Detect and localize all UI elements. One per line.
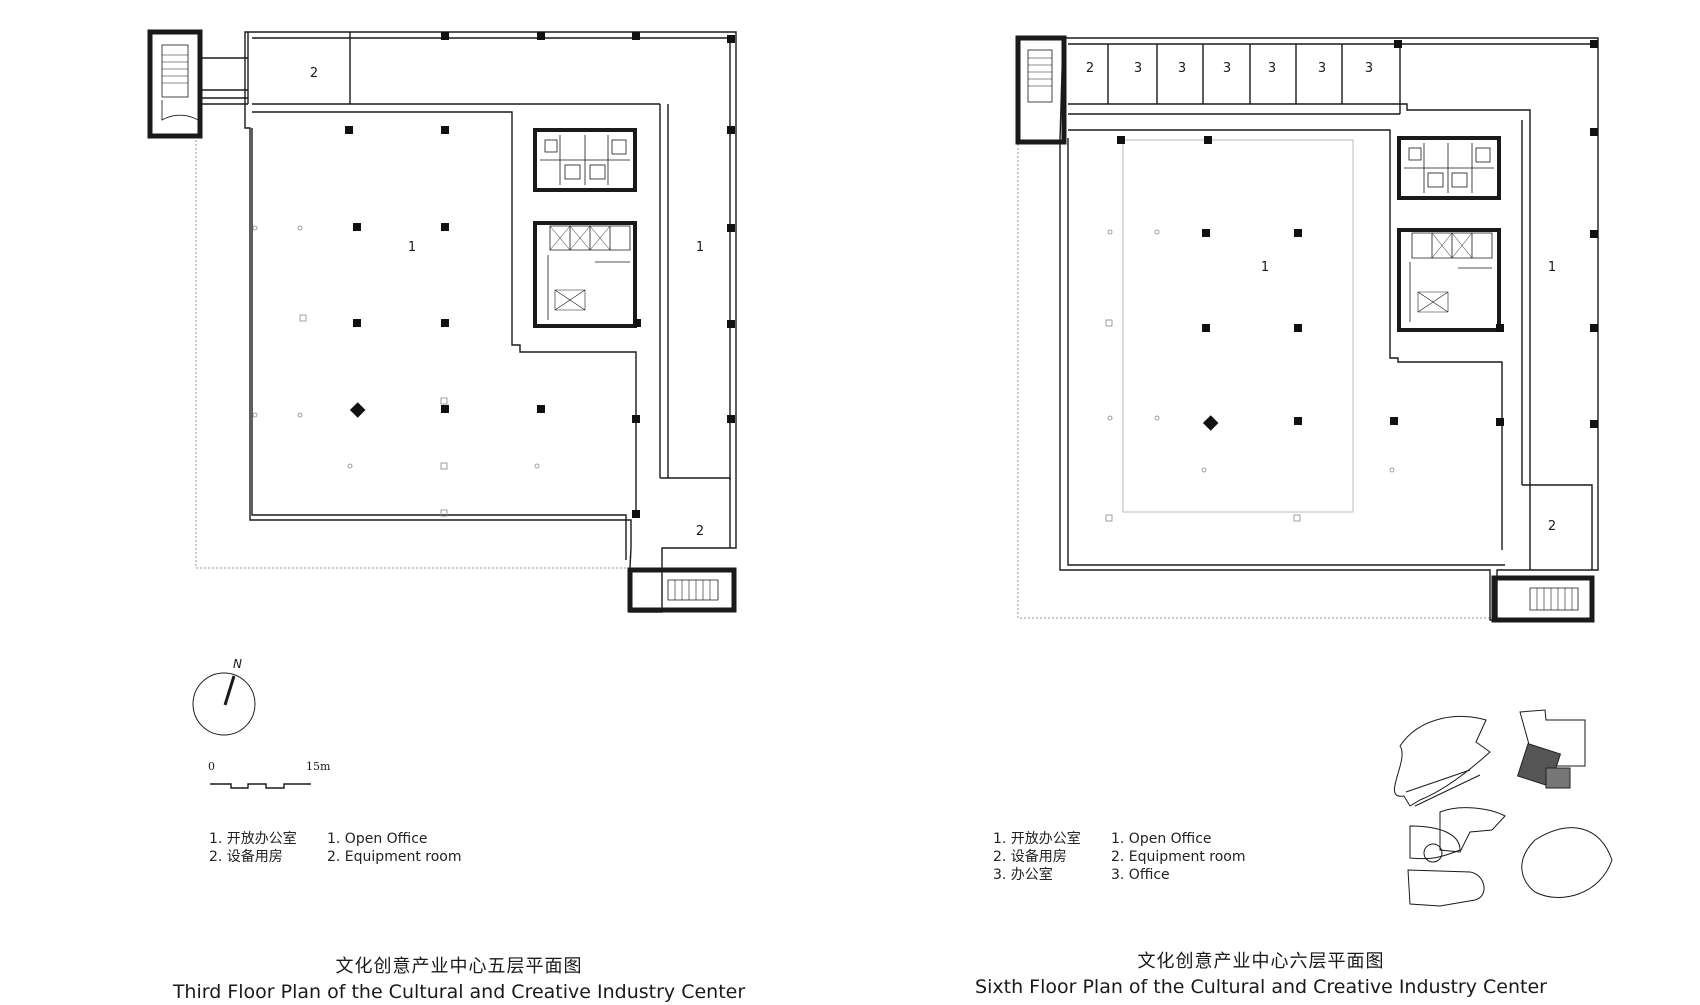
legend-row: 2. 设备用房 2. Equipment room <box>993 848 1245 866</box>
caption-left-en: Third Floor Plan of the Cultural and Cre… <box>172 981 746 1003</box>
plan-right-columns <box>1117 40 1598 431</box>
legend-zh: 2. 设备用房 <box>993 849 1067 865</box>
room-label: 2 <box>696 524 704 539</box>
legend-zh: 1. 开放办公室 <box>993 831 1081 847</box>
legend-zh: 2. 设备用房 <box>209 849 283 865</box>
plan-right-minor-columns <box>1105 229 1395 522</box>
legend-zh: 3. 办公室 <box>993 867 1053 883</box>
room-label: 1 <box>1548 260 1556 275</box>
caption-right: 文化创意产业中心六层平面图 Sixth Floor Plan of the Cu… <box>911 950 1611 1000</box>
room-label: 2 <box>310 66 318 81</box>
plan-left-walls <box>147 29 737 613</box>
legend-en: 1. Open Office <box>1111 831 1212 847</box>
caption-right-en: Sixth Floor Plan of the Cultural and Cre… <box>975 976 1547 998</box>
site-key-plan <box>1393 709 1613 907</box>
scale-start-label: 0 <box>208 760 215 773</box>
legend-right: 1. 开放办公室 1. Open Office 2. 设备用房 2. Equip… <box>993 830 1245 884</box>
plan-left-room-labels: 2 1 1 2 <box>310 66 704 539</box>
scale-bar: 0 15m <box>208 760 331 789</box>
north-arrow-label: N <box>233 657 242 671</box>
legend-row: 1. 开放办公室 1. Open Office <box>993 830 1245 848</box>
room-label: 3 <box>1365 61 1373 76</box>
room-label: 1 <box>1261 260 1269 275</box>
plan-right-walls <box>1015 35 1599 623</box>
legend-en: 1. Open Office <box>327 831 428 847</box>
room-label: 3 <box>1268 61 1276 76</box>
legend-left: 1. 开放办公室 1. Open Office 2. 设备用房 2. Equip… <box>209 830 461 866</box>
legend-row: 2. 设备用房 2. Equipment room <box>209 848 461 866</box>
plan-left-columns <box>345 32 735 518</box>
legend-en: 3. Office <box>1111 867 1170 883</box>
plan-left-minor-columns <box>252 225 540 517</box>
room-label: 2 <box>1548 519 1556 534</box>
room-label: 2 <box>1086 61 1094 76</box>
room-label: 3 <box>1223 61 1231 76</box>
legend-row: 1. 开放办公室 1. Open Office <box>209 830 461 848</box>
room-label: 3 <box>1318 61 1326 76</box>
caption-right-zh: 文化创意产业中心六层平面图 <box>1137 951 1385 972</box>
room-label: 3 <box>1134 61 1142 76</box>
scale-end-label: 15m <box>306 760 331 773</box>
legend-en: 2. Equipment room <box>1111 849 1246 865</box>
room-label: 3 <box>1178 61 1186 76</box>
legend-zh: 1. 开放办公室 <box>209 831 297 847</box>
room-label: 1 <box>408 240 416 255</box>
legend-en: 2. Equipment room <box>327 849 462 865</box>
north-arrow: N <box>192 657 256 736</box>
plan-right-room-labels: 2 3 3 3 3 3 3 1 1 2 <box>1086 61 1556 534</box>
legend-row: 3. 办公室 3. Office <box>993 866 1245 884</box>
caption-left-zh: 文化创意产业中心五层平面图 <box>335 956 583 977</box>
caption-left: 文化创意产业中心五层平面图 Third Floor Plan of the Cu… <box>109 955 809 1005</box>
room-label: 1 <box>696 240 704 255</box>
